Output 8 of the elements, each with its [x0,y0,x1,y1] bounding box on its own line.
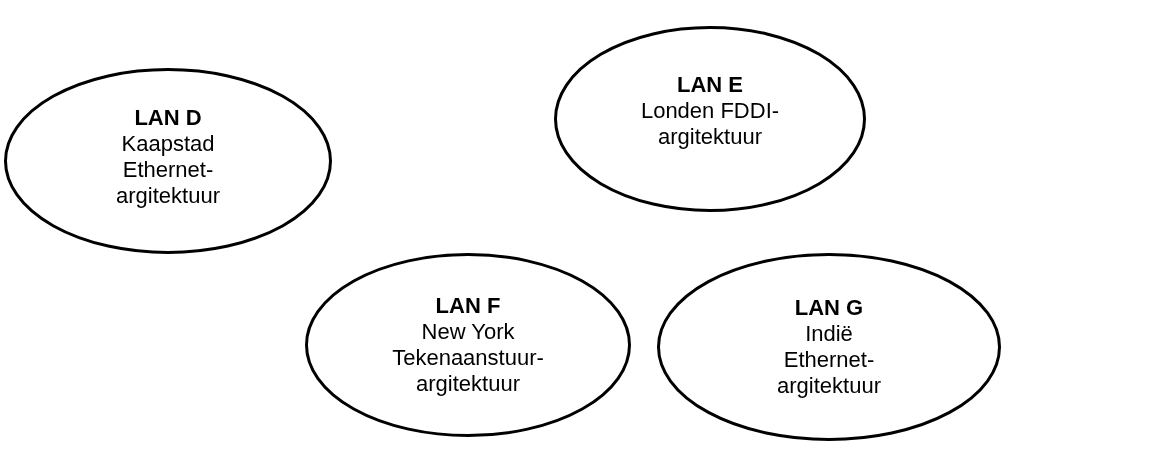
lan-heading: LAN F [434,293,502,319]
lan-heading: LAN D [133,105,203,131]
lan-description: Londen FDDI-argitektuur [639,98,781,150]
lan-description: Kaapstad Ethernet-argitektuur [115,131,221,209]
lan-heading: LAN G [793,295,865,321]
lan-heading: LAN E [676,72,744,98]
lan-description: New York Tekenaanstuur-argitektuur [391,319,545,397]
lan-description: Indië Ethernet-argitektuur [776,321,882,399]
